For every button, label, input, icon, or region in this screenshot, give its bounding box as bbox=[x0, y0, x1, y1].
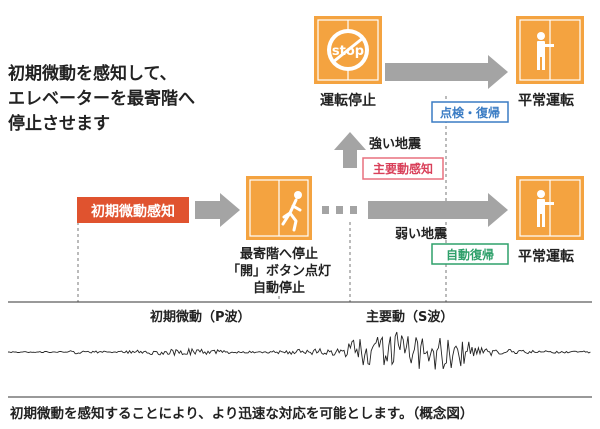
initial-detect-box bbox=[77, 197, 189, 223]
arrow-to-nearest-floor bbox=[195, 193, 240, 227]
weak-quake-label: 弱い地震 bbox=[395, 226, 448, 242]
elevator-normal-top bbox=[516, 16, 584, 84]
intro-line-3: 停止させます bbox=[8, 113, 110, 134]
standing-person-icon-2 bbox=[537, 190, 554, 227]
intro-line-1: 初期微動を感知して、 bbox=[8, 63, 177, 84]
auto-restore-badge bbox=[431, 243, 509, 265]
caption: 初期微動を感知することにより、より迅速な対応を可能とします。（概念図） bbox=[10, 405, 473, 422]
arrow-up-strong bbox=[334, 132, 366, 168]
seismic-waveform bbox=[7, 331, 591, 370]
elevator-nearest-floor bbox=[246, 176, 312, 240]
normal-operation-bottom-label: 平常運転 bbox=[518, 248, 574, 265]
p-wave-label: 初期微動（P波） bbox=[150, 309, 251, 325]
s-wave-label: 主要動（S波） bbox=[366, 309, 453, 325]
arrow-bottom-to-normal bbox=[368, 193, 508, 227]
nearest-floor-line-3: 自動停止 bbox=[253, 280, 305, 296]
main-motion-detect-label: 主要動感知 bbox=[373, 161, 433, 176]
stop-sign-icon: stop bbox=[327, 29, 369, 71]
nearest-floor-line-2: 「開」ボタン点灯 bbox=[227, 263, 331, 279]
inspection-restore-label: 点検・復帰 bbox=[440, 105, 500, 120]
nearest-floor-line-1: 最寄階へ停止 bbox=[240, 246, 318, 262]
normal-operation-top-label: 平常運転 bbox=[518, 92, 574, 109]
standing-person-icon bbox=[537, 32, 554, 70]
main-motion-detect-badge bbox=[362, 157, 444, 180]
dash-1 bbox=[322, 206, 329, 214]
intro-line-2: エレベーターを最寄階へ bbox=[8, 88, 195, 109]
elevator-normal-bottom bbox=[516, 176, 584, 240]
dash-3 bbox=[350, 206, 357, 214]
initial-detect-label: 初期微動感知 bbox=[91, 203, 175, 220]
operation-stop-label: 運転停止 bbox=[320, 92, 376, 109]
running-person-icon bbox=[281, 191, 302, 232]
inspection-restore-badge bbox=[431, 101, 509, 123]
elevator-operation-stop: stop bbox=[314, 16, 382, 84]
strong-quake-label: 強い地震 bbox=[369, 136, 422, 152]
dash-2 bbox=[336, 206, 343, 214]
auto-restore-label: 自動復帰 bbox=[446, 247, 494, 262]
arrow-top-to-normal bbox=[385, 55, 508, 89]
